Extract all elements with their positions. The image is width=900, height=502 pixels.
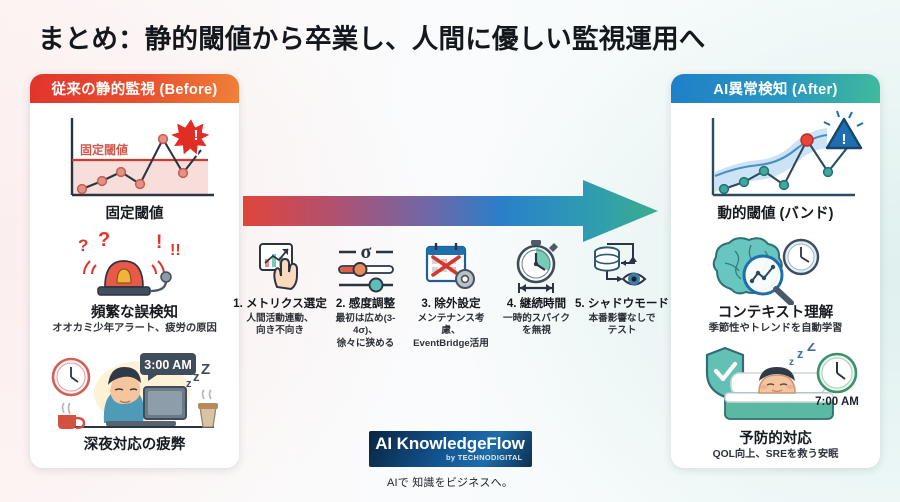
step-5: 5. シャドウモード 本番影響なしで テスト [575,240,669,338]
svg-text:z: z [797,347,803,361]
night-fatigue-block: 3:00 AM [38,345,231,454]
logo-name: AI KnowledgeFlow [375,434,525,454]
panel-after: AI異常検知 (After) [671,74,880,468]
static-threshold-chart: 固定閾値 ! [70,116,214,197]
svg-text:!!: !! [170,242,181,259]
step-3-title: 3. 除外設定 [421,297,481,310]
static-chart-caption: 固定閾値 [105,206,164,222]
prevention-block: z z Z 7:00 AM 予防的対応 QOL向上、SREを救う安眠 [679,343,872,462]
prevention-caption: 予防的対応 [739,430,812,447]
warning-glyph: ! [841,131,846,148]
false-alert-caption: 頻繁な誤検知 [91,304,178,321]
logo-tagline: AIで 知識をビジネスへ。 [386,477,514,489]
svg-text:z: z [193,369,200,384]
context-understanding-block: コンテキスト理解 季節性やトレンドを自動学習 [679,231,872,336]
context-caption: コンテキスト理解 [717,304,834,321]
step-2-title: 2. 感度調整 [335,297,396,310]
calendar-exclude-icon [423,240,479,294]
clock-time-label: 3:00 AM [144,358,191,372]
sigma-symbol: σ [360,241,371,263]
night-fatigue-caption: 深夜対応の疲弊 [83,436,186,453]
step-1: 1. メトリクス選定 人間活動連動、 向き不向き [233,240,327,338]
step-4-desc: 一時的スパイク を無視 [503,312,570,337]
panel-after-header: AI異常検知 (After) [671,74,880,103]
step-4-title: 4. 継続時間 [506,297,567,310]
step-4: 4. 継続時間 一時的スパイク を無視 [495,240,579,338]
step-5-desc: 本番影響なしで テスト [588,312,656,337]
chart-tap-icon [255,240,305,294]
panel-before-body: 固定閾値 ! 固定閾値 [30,103,239,468]
step-1-desc: 人間活動連動、 向き不向き [246,312,314,337]
svg-text:?: ? [78,236,88,255]
threshold-label: 固定閾値 [80,142,128,157]
step-2-desc: 最初は広め(3-4σ)、 徐々に狭める [335,312,396,349]
svg-text:!: ! [156,232,162,253]
logo-byline: by TECHNODIGITAL [446,453,523,463]
static-threshold-chart-block: 固定閾値 ! 固定閾値 [38,110,231,223]
anomaly-point [799,133,814,147]
context-sub: 季節性やトレンドを自動学習 [708,323,843,335]
transition-arrow [243,180,658,242]
svg-text:Z: Z [807,343,816,355]
restful-sleep-illustration: z z Z 7:00 AM [705,343,859,420]
dynamic-band-chart-block: ! 動的閾値 (バンド) [679,110,872,223]
svg-text:z: z [186,378,192,390]
night-fatigue-illustration: 3:00 AM [51,352,218,429]
false-alert-block: ? ? ! !! 頻繁な誤検知 オオカミ少年アラート、疲労の原因 [38,231,231,336]
panel-before: 従来の静的監視 (Before) 固定閾値 [30,74,239,468]
dynamic-band-chart: ! [711,110,863,197]
svg-text:z: z [789,357,794,368]
svg-text:?: ? [98,231,110,251]
step-1-title: 1. メトリクス選定 [233,297,327,310]
prevention-sub: QOL向上、SREを救う安眠 [712,449,839,461]
panel-before-header: 従来の静的監視 (Before) [30,74,239,103]
brain-analysis-icon [712,236,819,305]
logo-box: AI KnowledgeFlow by TECHNODIGITAL [368,431,532,467]
brand-logo-block: AI KnowledgeFlow by TECHNODIGITAL AIで 知識… [0,431,900,490]
step-3-desc: メンテナンス考慮、 EventBridge活用 [413,312,489,349]
page-title: まとめ：静的閾値から卒業し、人間に優しい監視運用へ [38,24,706,54]
svg-text:Z: Z [201,361,210,378]
dynamic-chart-caption: 動的閾値 (バンド) [717,206,834,222]
stopwatch-icon [510,240,564,294]
alert-burst-icon: ! [166,116,213,158]
step-3: 3. 除外設定 メンテナンス考慮、 EventBridge活用 [409,240,493,350]
database-eye-icon [591,240,653,294]
alert-glyph: ! [193,127,198,144]
wake-time-label: 7:00 AM [815,396,859,408]
false-alert-sub: オオカミ少年アラート、疲労の原因 [52,323,217,335]
warning-triangle-icon: ! [823,110,863,150]
step-5-title: 5. シャドウモード [574,297,670,310]
panel-after-body: ! 動的閾値 (バンド) [671,103,880,468]
steps-row: 1. メトリクス選定 人間活動連動、 向き不向き σ 2. 感度調整 最初は広め… [233,240,669,350]
sliders-sigma-icon: σ [336,240,396,294]
alarm-bell-icon: ? ? ! !! [78,231,181,296]
step-2: σ 2. 感度調整 最初は広め(3-4σ)、 徐々に狭める [324,240,408,350]
